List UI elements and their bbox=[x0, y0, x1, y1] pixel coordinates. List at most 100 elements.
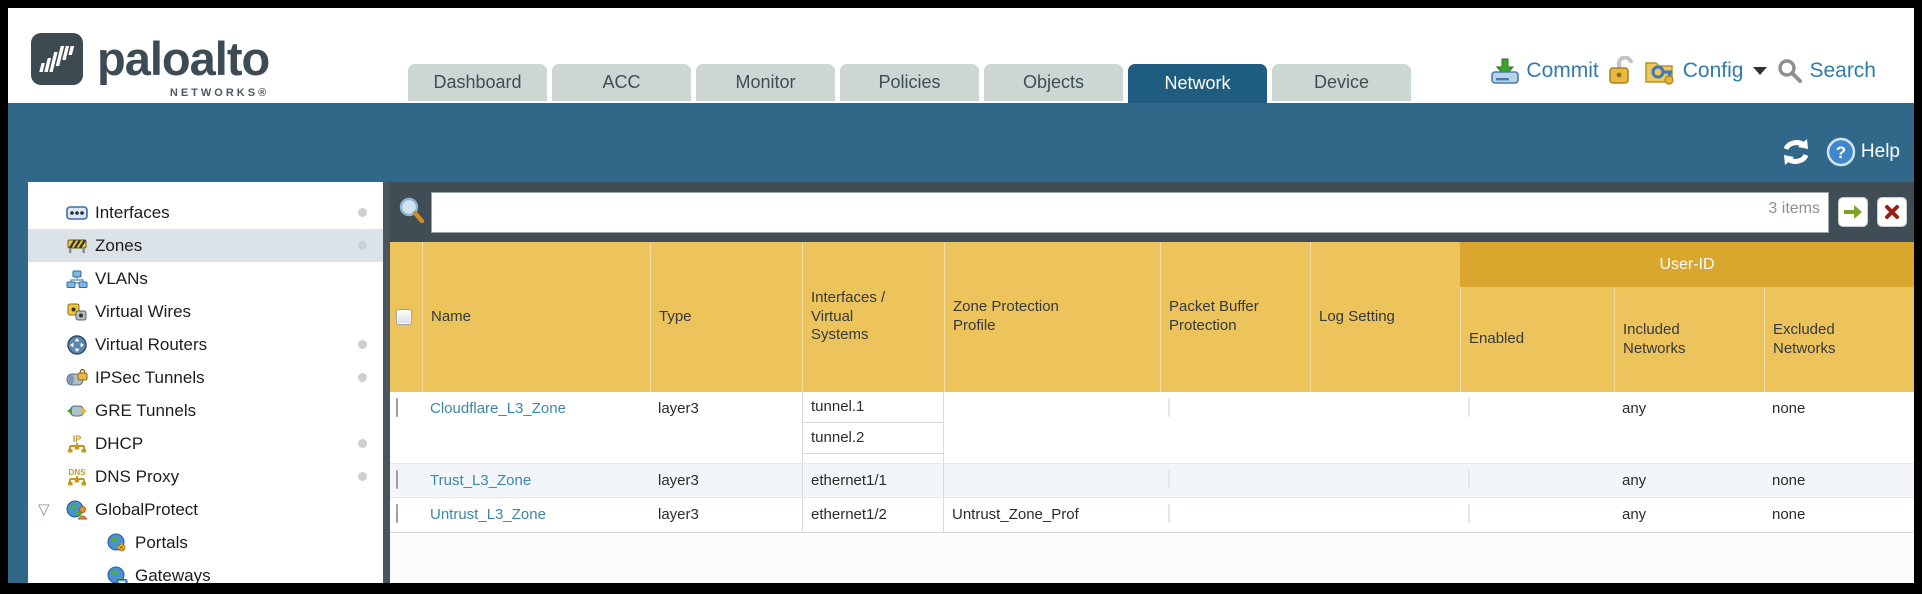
sidebar-item-globalprotect[interactable]: ▽ GlobalProtect bbox=[28, 493, 383, 526]
utility-links: Commit Config bbox=[1490, 56, 1876, 86]
excluded-networks: none bbox=[1772, 506, 1806, 523]
row-checkbox[interactable] bbox=[396, 398, 398, 417]
sidebar-item-label: GlobalProtect bbox=[95, 499, 198, 519]
packet-buffer-protection-checkbox[interactable] bbox=[1168, 504, 1170, 523]
gre-tunnels-icon bbox=[66, 400, 88, 422]
column-header-included-networks[interactable]: Included Networks bbox=[1614, 287, 1764, 392]
packet-buffer-protection-checkbox[interactable] bbox=[1168, 470, 1170, 489]
expand-triangle-icon[interactable]: ▽ bbox=[38, 501, 50, 518]
sidebar-item-label: VLANs bbox=[95, 268, 148, 288]
tab-network[interactable]: Network bbox=[1128, 64, 1267, 103]
packet-buffer-protection-checkbox[interactable] bbox=[1168, 398, 1170, 417]
zone-name-link[interactable]: Untrust_L3_Zone bbox=[430, 506, 546, 523]
sidebar-item-dns-proxy[interactable]: DNS DNS Proxy bbox=[28, 460, 383, 493]
sidebar-item-virtual-routers[interactable]: Virtual Routers bbox=[28, 328, 383, 361]
config-folder-key-icon bbox=[1645, 62, 1674, 85]
interface-item: tunnel.2 bbox=[803, 423, 943, 454]
gateways-icon bbox=[106, 565, 128, 583]
paloalto-wave-icon bbox=[31, 33, 83, 85]
tab-device[interactable]: Device bbox=[1272, 64, 1411, 101]
zone-protection-profile bbox=[944, 392, 1160, 463]
commit-button[interactable]: Commit bbox=[1490, 57, 1599, 85]
sidebar-item-virtual-wires[interactable]: Virtual Wires bbox=[28, 295, 383, 328]
column-header-type[interactable]: Type bbox=[650, 242, 802, 392]
table-header: Name Type Interfaces / Virtual Systems Z… bbox=[390, 242, 1914, 392]
table-row[interactable]: Untrust_L3_Zone layer3 ethernet1/2 Untru… bbox=[390, 498, 1914, 533]
zone-interfaces: ethernet1/1 bbox=[802, 464, 944, 497]
sidebar-item-label: Virtual Wires bbox=[95, 301, 192, 321]
zone-name-link[interactable]: Trust_L3_Zone bbox=[430, 472, 532, 489]
zone-interfaces: ethernet1/2 bbox=[802, 498, 944, 532]
column-header-interfaces[interactable]: Interfaces / Virtual Systems bbox=[802, 242, 944, 392]
top-bar: paloalto NETWORKS® Dashboard ACC Monitor… bbox=[8, 8, 1914, 103]
search-button[interactable]: Search bbox=[1777, 58, 1876, 84]
status-dot bbox=[358, 241, 367, 250]
panos-web-ui: paloalto NETWORKS® Dashboard ACC Monitor… bbox=[8, 8, 1914, 583]
brand-subtitle: NETWORKS® bbox=[169, 87, 270, 99]
help-question-icon: ? bbox=[1826, 137, 1856, 167]
zone-protection-profile bbox=[944, 464, 1160, 497]
sidebar-item-label: DNS Proxy bbox=[95, 466, 180, 486]
sidebar-item-label: IPSec Tunnels bbox=[95, 367, 205, 387]
sidebar-item-label: Gateways bbox=[135, 565, 211, 584]
column-header-excluded-networks[interactable]: Excluded Networks bbox=[1764, 287, 1914, 392]
column-header-packet-buffer-protection[interactable]: Packet Buffer Protection bbox=[1160, 242, 1310, 392]
dns-proxy-icon: DNS bbox=[66, 466, 88, 488]
tab-policies[interactable]: Policies bbox=[840, 64, 979, 101]
sidebar-splitter[interactable] bbox=[383, 182, 390, 583]
row-checkbox[interactable] bbox=[396, 504, 398, 523]
column-header-enabled[interactable]: Enabled bbox=[1460, 287, 1614, 392]
filter-input[interactable] bbox=[431, 191, 1829, 233]
user-id-enabled-checkbox[interactable] bbox=[1468, 398, 1470, 417]
green-arrow-icon bbox=[1844, 205, 1862, 219]
tab-monitor[interactable]: Monitor bbox=[696, 64, 835, 101]
portals-icon bbox=[106, 532, 128, 554]
sidebar-item-label: GRE Tunnels bbox=[95, 400, 197, 420]
column-header-zone-protection-profile[interactable]: Zone Protection Profile bbox=[944, 242, 1160, 392]
status-dot bbox=[358, 439, 367, 448]
row-checkbox[interactable] bbox=[396, 470, 398, 489]
sidebar-item-ipsec-tunnels[interactable]: IPSec Tunnels bbox=[28, 361, 383, 394]
table-row[interactable]: Trust_L3_Zone layer3 ethernet1/1 any non… bbox=[390, 464, 1914, 498]
clear-filter-button[interactable] bbox=[1877, 197, 1907, 227]
main-tabs: Dashboard ACC Monitor Policies Objects N… bbox=[408, 64, 1411, 103]
tab-acc[interactable]: ACC bbox=[552, 64, 691, 101]
sidebar-item-interfaces[interactable]: Interfaces bbox=[28, 196, 383, 229]
column-header-log-setting[interactable]: Log Setting bbox=[1310, 242, 1460, 392]
sidebar-item-vlans[interactable]: VLANs bbox=[28, 262, 383, 295]
config-label: Config bbox=[1682, 59, 1744, 82]
sidebar-item-dhcp[interactable]: IP DHCP bbox=[28, 427, 383, 460]
chevron-down-icon bbox=[1753, 67, 1768, 75]
apply-filter-button[interactable] bbox=[1838, 197, 1868, 227]
user-id-enabled-checkbox[interactable] bbox=[1468, 470, 1470, 489]
vlans-icon bbox=[66, 268, 88, 290]
red-x-icon bbox=[1885, 205, 1899, 219]
select-all-checkbox[interactable] bbox=[396, 309, 412, 325]
globalprotect-icon bbox=[66, 499, 88, 521]
sidebar-item-gre-tunnels[interactable]: GRE Tunnels bbox=[28, 394, 383, 427]
zone-name-link[interactable]: Cloudflare_L3_Zone bbox=[430, 400, 566, 417]
excluded-networks: none bbox=[1772, 400, 1806, 417]
help-button[interactable]: ? Help bbox=[1826, 137, 1900, 167]
sidebar-item-zones[interactable]: Zones bbox=[28, 229, 383, 262]
tab-objects[interactable]: Objects bbox=[984, 64, 1123, 101]
user-id-enabled-checkbox[interactable] bbox=[1468, 504, 1470, 523]
sidebar-item-portals[interactable]: Portals bbox=[28, 526, 383, 559]
zone-type: layer3 bbox=[658, 400, 699, 417]
unlocked-padlock-icon[interactable] bbox=[1608, 56, 1635, 86]
column-group-user-id[interactable]: User-ID bbox=[1460, 242, 1914, 287]
included-networks: any bbox=[1622, 400, 1647, 417]
commit-label: Commit bbox=[1526, 59, 1599, 82]
zones-icon bbox=[66, 235, 88, 257]
sidebar-item-label: Zones bbox=[95, 235, 143, 255]
sidebar-item-gateways[interactable]: Gateways bbox=[28, 559, 383, 583]
column-header-name[interactable]: Name bbox=[422, 242, 650, 392]
ipsec-tunnels-icon bbox=[66, 367, 88, 389]
config-menu[interactable]: Config bbox=[1645, 57, 1768, 85]
tab-dashboard[interactable]: Dashboard bbox=[408, 64, 547, 101]
sidebar-item-label: Portals bbox=[135, 532, 188, 552]
refresh-icon[interactable] bbox=[1780, 137, 1812, 167]
dhcp-icon: IP bbox=[66, 433, 88, 455]
table-row[interactable]: Cloudflare_L3_Zone layer3 tunnel.1 tunne… bbox=[390, 392, 1914, 464]
